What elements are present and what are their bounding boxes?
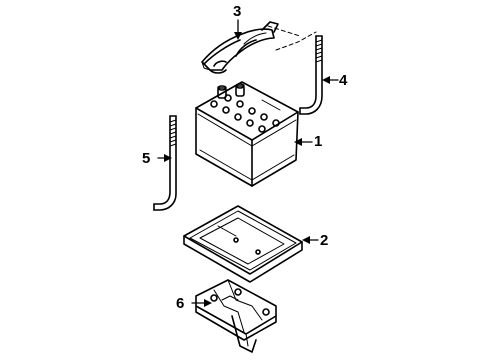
callout-5: 5 [142, 150, 151, 167]
clamp-alignment-line [275, 31, 317, 51]
hold-down-bolt-right [299, 35, 323, 115]
tray-support-bracket [195, 279, 277, 353]
battery [195, 81, 299, 187]
callout-1: 1 [314, 133, 323, 150]
clamp-alignment-line-2 [267, 25, 301, 37]
callout-6: 6 [176, 295, 185, 312]
callout-4: 4 [339, 72, 348, 89]
battery-tray [183, 205, 303, 283]
leader-lines [157, 19, 339, 304]
callout-2: 2 [320, 232, 329, 249]
hold-down-clamp [201, 21, 279, 74]
callout-3: 3 [233, 3, 242, 20]
hold-down-bolt-left [153, 115, 177, 211]
leader-arrowheads [164, 32, 330, 307]
